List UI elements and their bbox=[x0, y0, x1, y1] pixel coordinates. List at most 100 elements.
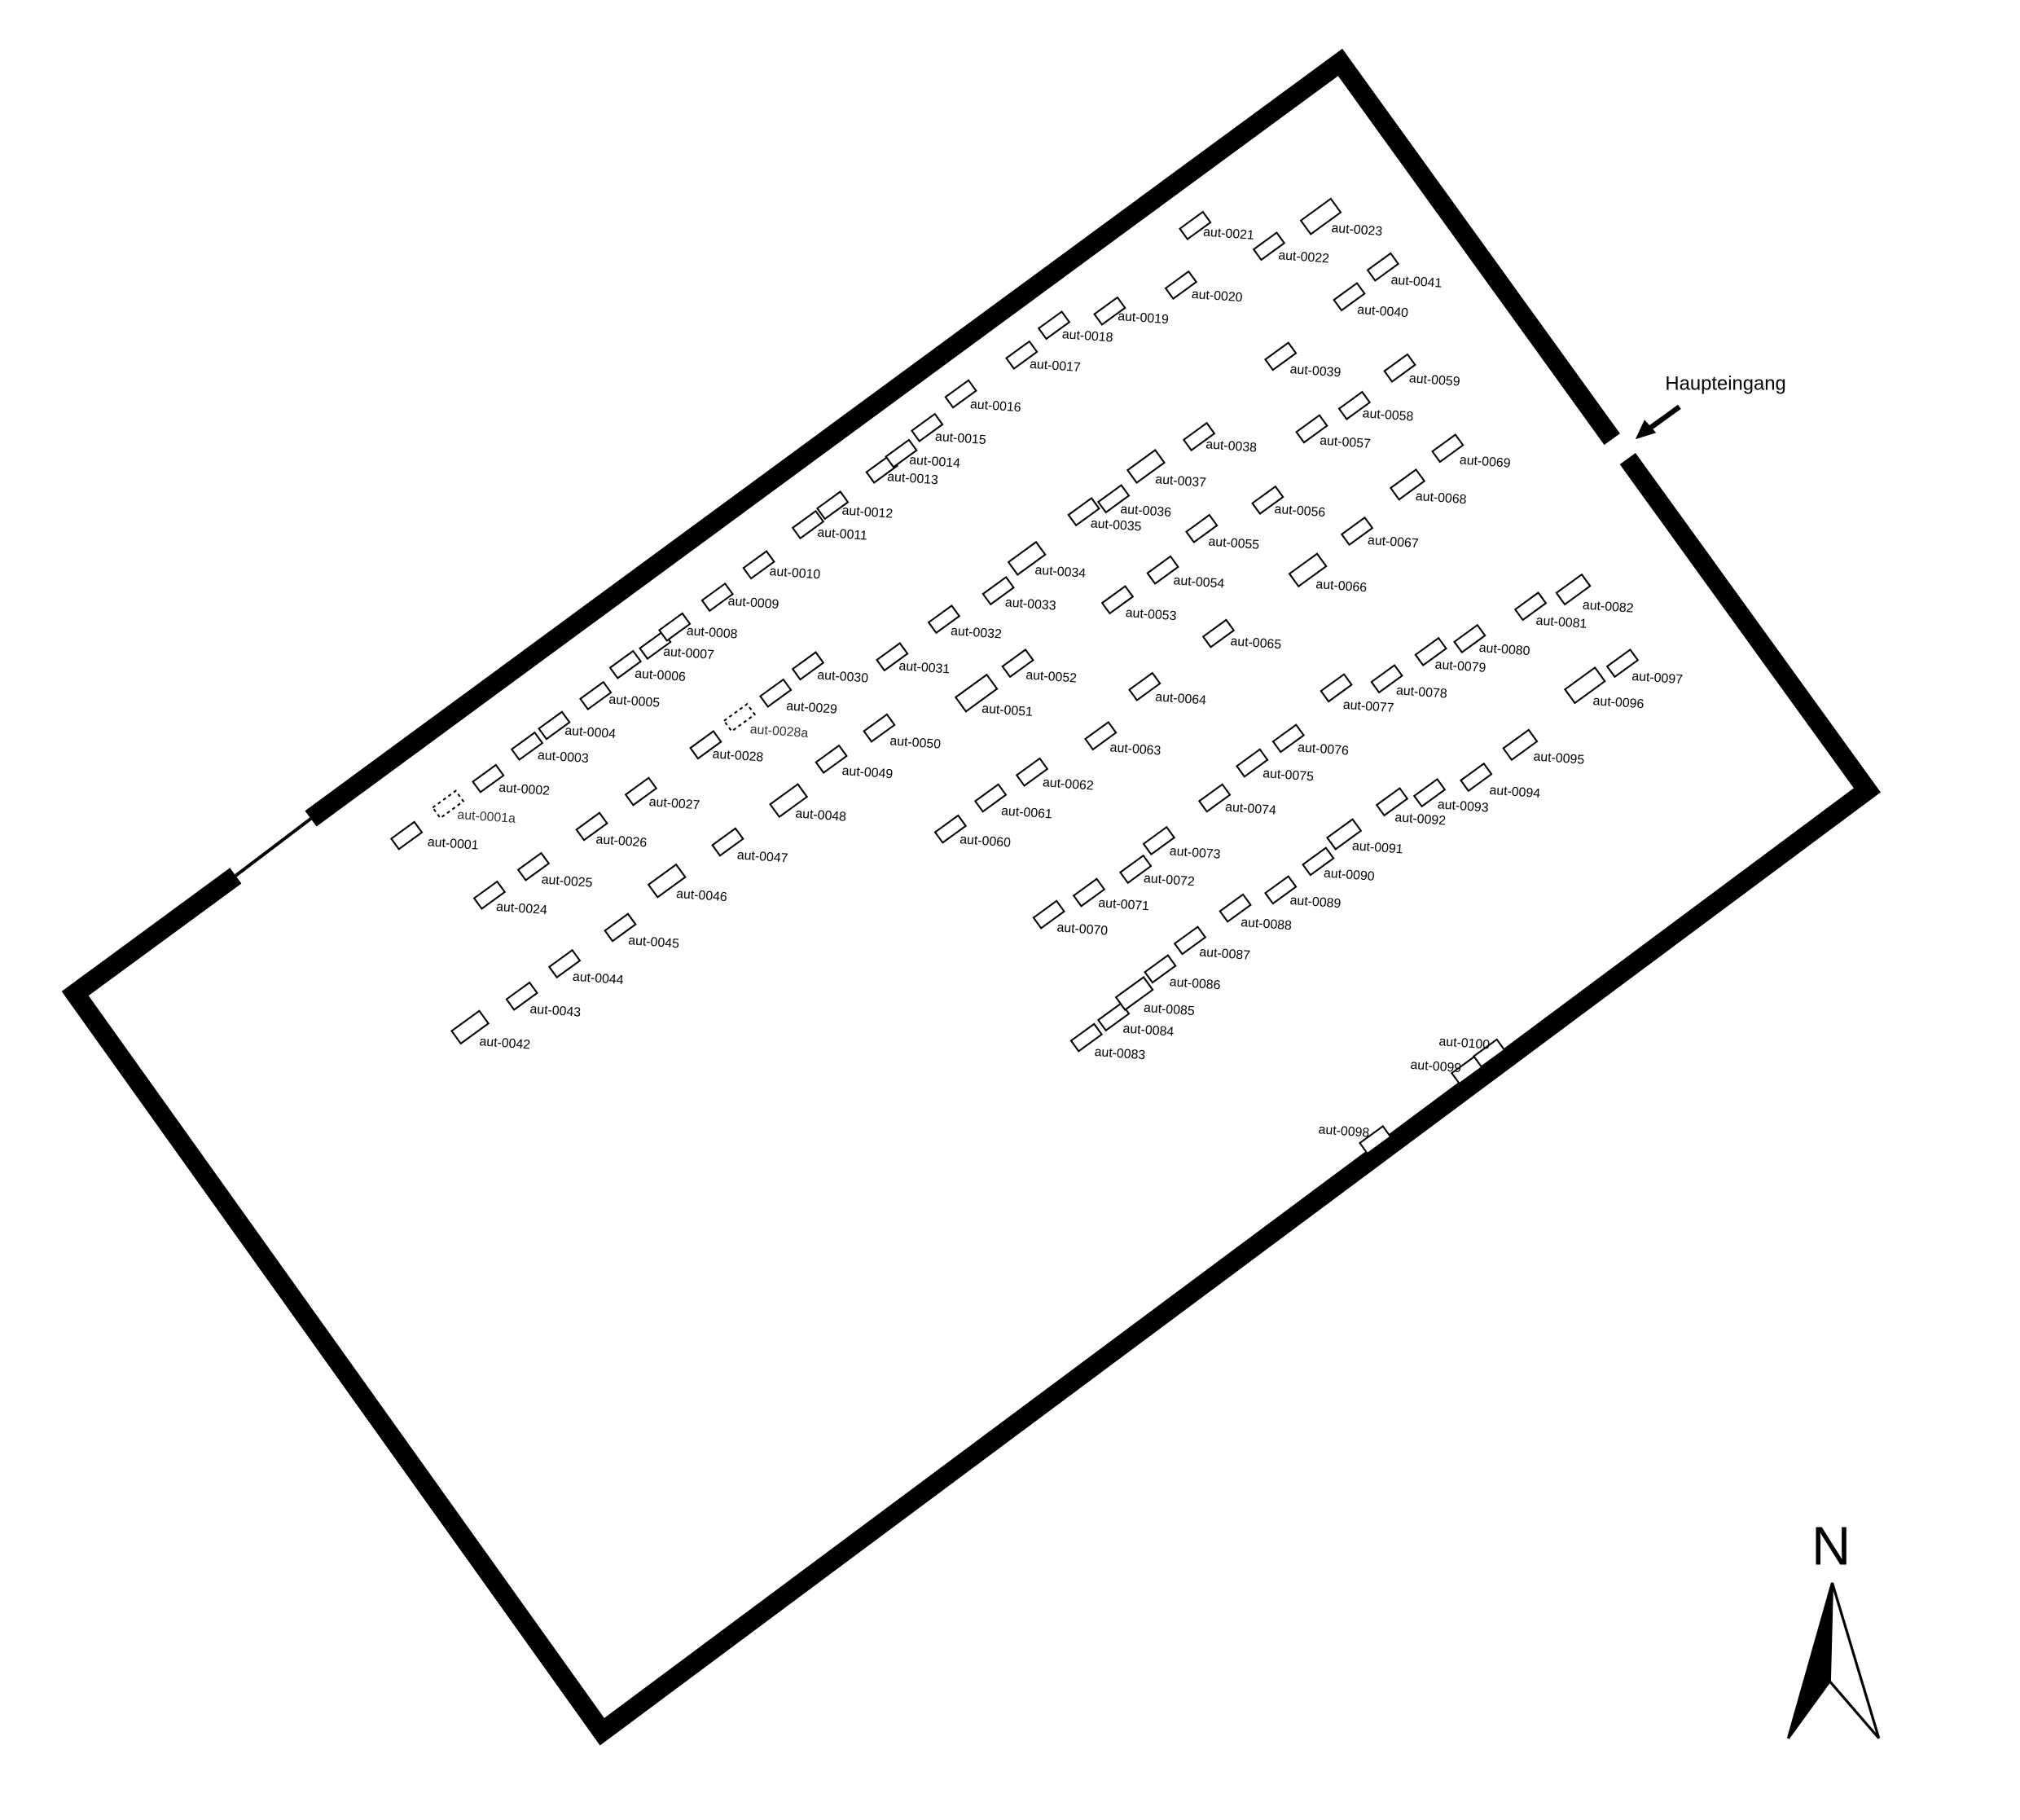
grave-outline bbox=[1375, 787, 1409, 817]
grave-outline bbox=[863, 713, 896, 743]
grave-outline bbox=[1389, 468, 1426, 501]
grave-plot: aut-0075 bbox=[1236, 748, 1315, 784]
grave-outline bbox=[1007, 540, 1047, 576]
grave-outline bbox=[1288, 552, 1328, 588]
grave-outline bbox=[954, 673, 999, 713]
grave-outline bbox=[1263, 341, 1298, 371]
grave-plot: aut-0012 bbox=[815, 490, 894, 521]
grave-label: aut-0095 bbox=[1533, 750, 1585, 767]
grave-outline bbox=[981, 575, 1015, 606]
grave-label: aut-0005 bbox=[608, 692, 661, 710]
grave-outline bbox=[711, 827, 744, 857]
grave-label: aut-0010 bbox=[769, 565, 821, 582]
grave-outline bbox=[1555, 573, 1592, 606]
grave-plot: aut-0011 bbox=[791, 509, 868, 543]
grave-plot: aut-0004 bbox=[538, 710, 617, 741]
grave-plot: aut-0090 bbox=[1302, 846, 1375, 884]
grave-outline-uncertain bbox=[431, 789, 465, 820]
grave-plots: aut-0001aut-0001aaut-0002aut-0003aut-000… bbox=[389, 197, 1684, 1155]
grave-label: aut-0073 bbox=[1169, 844, 1221, 861]
grave-label: aut-0045 bbox=[628, 934, 680, 951]
grave-outline bbox=[647, 863, 687, 899]
grave-plot: aut-0017 bbox=[1005, 340, 1082, 375]
grave-plot: aut-0026 bbox=[575, 811, 648, 851]
grave-label: aut-0035 bbox=[1090, 517, 1142, 534]
grave-outline bbox=[791, 509, 825, 540]
grave-plot: aut-0015 bbox=[910, 412, 986, 447]
grave-plot: aut-0095 bbox=[1502, 728, 1585, 767]
grave-plot: aut-0094 bbox=[1460, 762, 1541, 801]
grave-outline bbox=[1146, 555, 1179, 585]
grave-label: aut-0093 bbox=[1437, 798, 1489, 815]
grave-label: aut-0001 bbox=[427, 835, 479, 852]
grave-outline bbox=[1128, 671, 1162, 701]
grave-plot: aut-0064 bbox=[1128, 671, 1207, 708]
grave-plot: aut-0055 bbox=[1185, 513, 1260, 552]
grave-plot: aut-0062 bbox=[1015, 757, 1094, 794]
grave-label: aut-0028 bbox=[712, 747, 764, 764]
grave-label: aut-0038 bbox=[1205, 437, 1258, 455]
grave-label: aut-0020 bbox=[1191, 288, 1243, 305]
grave-label: aut-0025 bbox=[541, 873, 593, 890]
grave-plot: aut-0051 bbox=[954, 673, 1034, 719]
grave-plot: aut-0087 bbox=[1173, 925, 1251, 963]
grave-outline bbox=[1302, 846, 1335, 877]
grave-label: aut-0096 bbox=[1592, 694, 1645, 711]
grave-plot: aut-0078 bbox=[1370, 664, 1447, 701]
grave-outline bbox=[547, 948, 582, 979]
grave-label: aut-0011 bbox=[817, 525, 868, 543]
grave-plot: aut-0089 bbox=[1263, 875, 1342, 911]
grave-label: aut-0043 bbox=[529, 1002, 582, 1019]
grave-outline bbox=[1333, 282, 1366, 312]
grave-label: aut-0031 bbox=[898, 659, 951, 676]
grave-plot: aut-0001a bbox=[431, 789, 516, 826]
grave-label: aut-0086 bbox=[1169, 975, 1221, 992]
grave-outline bbox=[604, 912, 637, 943]
grave-label: aut-0094 bbox=[1489, 784, 1541, 801]
grave-plot: aut-0086 bbox=[1144, 954, 1221, 992]
grave-label: aut-0083 bbox=[1094, 1045, 1146, 1062]
grave-label: aut-0076 bbox=[1298, 741, 1350, 758]
grave-label: aut-0008 bbox=[686, 624, 738, 641]
grave-label: aut-0033 bbox=[1004, 596, 1056, 613]
grave-outline bbox=[1299, 197, 1342, 235]
grave-label: aut-0012 bbox=[841, 503, 894, 521]
grave-plot: aut-0063 bbox=[1084, 721, 1162, 758]
grave-plot: aut-0016 bbox=[944, 379, 1021, 415]
grave-plot: aut-0053 bbox=[1100, 585, 1177, 623]
grave-label: aut-0028a bbox=[749, 723, 809, 741]
grave-plot: aut-0073 bbox=[1142, 825, 1221, 862]
grave-label: aut-0017 bbox=[1030, 358, 1082, 375]
grave-plot: aut-0039 bbox=[1263, 341, 1342, 380]
grave-outline-uncertain bbox=[722, 702, 757, 733]
grave-label: aut-0030 bbox=[817, 668, 869, 685]
grave-label: aut-0034 bbox=[1034, 563, 1087, 580]
grave-label: aut-0081 bbox=[1535, 613, 1587, 631]
grave-outline bbox=[1502, 728, 1539, 762]
grave-plot: aut-0050 bbox=[863, 713, 942, 752]
wall-north-segment bbox=[305, 48, 1620, 827]
north-arrow-left-icon bbox=[1786, 1582, 1834, 1739]
grave-outline bbox=[1337, 390, 1372, 420]
grave-outline bbox=[910, 412, 944, 442]
grave-outline bbox=[1144, 954, 1177, 984]
grave-label: aut-0013 bbox=[887, 470, 939, 487]
grave-plot: aut-0046 bbox=[647, 863, 727, 904]
grave-plot: aut-0049 bbox=[815, 744, 894, 781]
grave-label: aut-0056 bbox=[1274, 503, 1326, 520]
grave-plot: aut-0098 bbox=[1318, 1123, 1392, 1155]
grave-label: aut-0068 bbox=[1415, 490, 1467, 507]
grave-label: aut-0053 bbox=[1125, 606, 1177, 623]
grave-plot: aut-0041 bbox=[1366, 252, 1443, 291]
grave-label: aut-0041 bbox=[1390, 273, 1443, 290]
grave-outline bbox=[472, 880, 507, 910]
grave-outline bbox=[876, 642, 909, 672]
grave-label: aut-0071 bbox=[1098, 896, 1150, 913]
grave-label: aut-0040 bbox=[1357, 303, 1409, 320]
grave-label: aut-0087 bbox=[1199, 945, 1251, 962]
grave-outline bbox=[450, 1009, 490, 1045]
grave-label: aut-0036 bbox=[1120, 503, 1172, 520]
grave-plot: aut-0048 bbox=[769, 783, 847, 824]
grave-outline bbox=[1383, 353, 1416, 383]
grave-plot: aut-0099 bbox=[1410, 1055, 1484, 1085]
